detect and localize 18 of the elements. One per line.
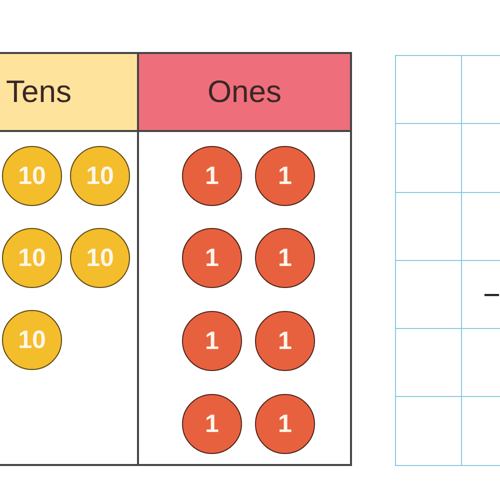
place-value-disc: 10: [2, 228, 62, 288]
minus-sign: −: [483, 281, 500, 311]
place-value-disc: 10: [2, 146, 62, 206]
column-header: Tens: [0, 54, 137, 132]
place-value-disc: 1: [182, 146, 242, 206]
place-value-disc: 1: [182, 228, 242, 288]
place-value-disc: 1: [182, 311, 242, 371]
place-value-column: [137, 52, 352, 466]
place-value-column: [0, 52, 139, 466]
place-value-disc: 10: [70, 228, 130, 288]
column-header: Ones: [139, 54, 350, 132]
place-value-disc: 10: [2, 310, 62, 370]
place-value-disc: 1: [182, 394, 242, 454]
place-value-disc: 10: [70, 146, 130, 206]
place-value-disc: 1: [255, 228, 315, 288]
place-value-disc: 1: [255, 394, 315, 454]
place-value-disc: 1: [255, 146, 315, 206]
place-value-disc: 1: [255, 311, 315, 371]
